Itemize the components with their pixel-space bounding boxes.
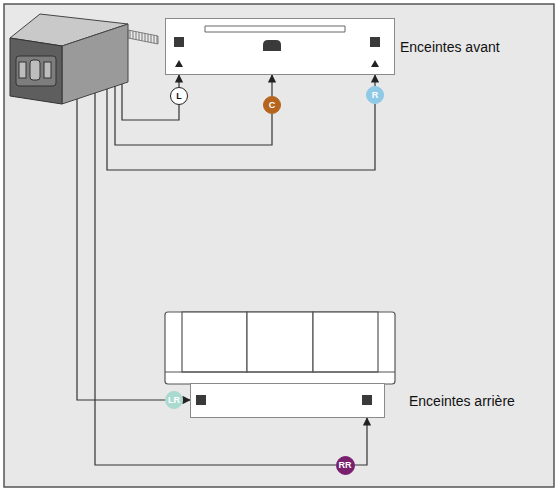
channel-badge: R [366, 86, 384, 104]
channel-badge: LR [165, 391, 183, 409]
channel-label: LR [168, 396, 180, 405]
receiver [10, 14, 158, 104]
speaker-link [178, 75, 179, 87]
channel-label: RR [339, 461, 352, 470]
channel-label: C [269, 101, 276, 110]
rear-speaker-panel: Enceintes arrière [190, 383, 385, 418]
channel-badge: L [170, 87, 188, 105]
speaker-link [183, 399, 190, 400]
channel-label: R [372, 91, 379, 100]
channel-badge: C [263, 96, 281, 114]
speaker-link [374, 75, 375, 86]
frame [4, 4, 554, 487]
front-speakers [165, 18, 395, 75]
panel-heading: Enceintes avant [400, 39, 500, 55]
sofa [165, 312, 395, 384]
channel-badge: RR [336, 456, 355, 475]
front-speaker-panel: Enceintes avant [165, 18, 395, 75]
channel-label: L [176, 92, 182, 101]
speaker-link [271, 75, 272, 96]
speaker-link [355, 418, 368, 465]
panel-heading: Enceintes arrière [409, 393, 515, 409]
rear-speakers [190, 383, 385, 418]
